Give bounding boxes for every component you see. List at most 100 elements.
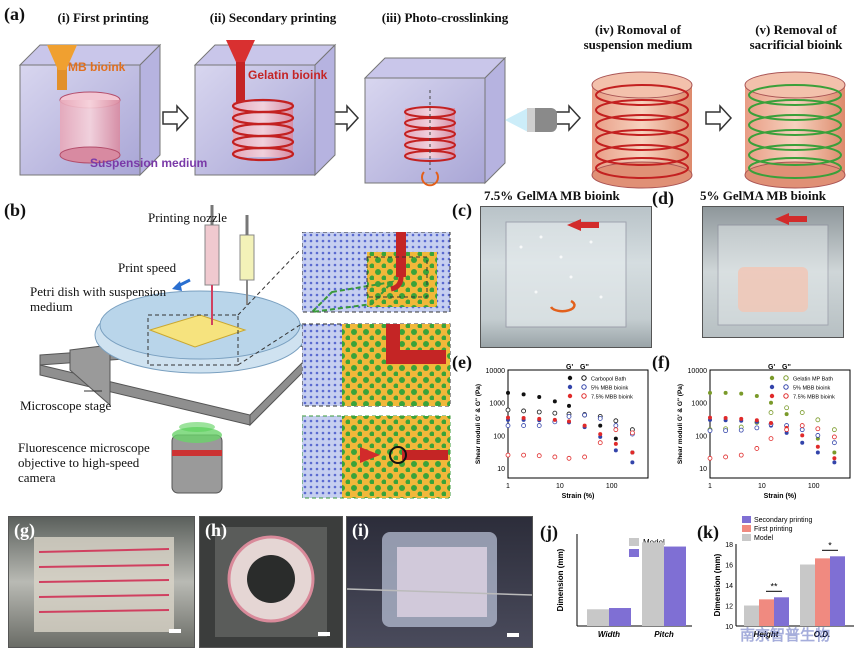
y-tick-label: 14 [725, 583, 733, 590]
legend-header-gpp: G'' [782, 364, 791, 371]
suspension-medium-label: Suspension medium [90, 156, 208, 170]
legend-marker-gpp [581, 384, 587, 390]
objective-label: Fluorescence microscope objective to hig… [18, 440, 150, 485]
data-point-gpp [815, 417, 821, 423]
data-point-gpp [831, 434, 837, 440]
data-point-gpp [815, 433, 821, 438]
legend-marker-gpp [783, 375, 789, 381]
legend-swatch [629, 538, 639, 546]
data-point-gp [613, 441, 618, 446]
legend-header-gpp: G'' [580, 364, 589, 371]
y-axis-label: Shear moduli G' & G'' (Pa) [475, 384, 482, 464]
data-point-gp [723, 416, 728, 421]
legend-marker-gpp [783, 393, 789, 399]
data-point-gpp [566, 414, 572, 419]
data-point-gpp [613, 418, 619, 424]
data-point-gp [630, 450, 635, 455]
data-point-gpp [799, 410, 805, 415]
significance-annotation: * [828, 540, 832, 550]
data-point-gp [506, 415, 510, 420]
legend-header-gp: G' [566, 364, 573, 371]
data-point-gp [832, 450, 837, 455]
watermark: 南京智普生物 [740, 626, 831, 644]
bar [774, 597, 789, 626]
y-axis-label: Dimension (mm) [556, 548, 565, 611]
legend-marker-gp [769, 384, 775, 390]
y-tick-label: 10 [699, 466, 707, 473]
x-axis-label: Strain (%) [764, 493, 797, 500]
bar [587, 609, 609, 626]
y-tick-label: 100 [695, 433, 707, 440]
x-tick-label: 100 [606, 483, 618, 490]
data-point-gpp [505, 452, 511, 458]
data-point-gp [739, 391, 744, 396]
data-point-gp [769, 400, 774, 405]
legend-marker-gp [567, 393, 573, 399]
data-point-gp [832, 460, 837, 465]
x-tick-label: Pitch [654, 630, 674, 639]
panel-f-label: (f) [652, 352, 670, 372]
y-tick-label: 16 [725, 563, 733, 570]
x-tick-label: 1 [708, 483, 712, 490]
legend-label: 7.5% MBB bioink [793, 395, 835, 401]
bar [759, 599, 774, 626]
data-point-gpp [521, 452, 527, 458]
data-point-gpp [582, 454, 588, 460]
data-point-gp [832, 456, 837, 461]
panel-b-label: (b) [4, 200, 26, 220]
data-point-gpp [799, 427, 805, 433]
panel-b-schematic [39, 205, 321, 494]
data-point-gp [613, 436, 618, 441]
y-tick-label: 10000 [486, 368, 506, 375]
bar [830, 556, 845, 626]
panel-a-label: (a) [4, 4, 25, 24]
x-tick-label: 10 [556, 483, 564, 490]
chart-j: Dimension (mm)Model3D printedWidthPitch [556, 534, 692, 639]
data-point-gp [598, 434, 603, 439]
step2-title: (ii) Secondary printing [209, 10, 337, 25]
legend-swatch [742, 525, 751, 532]
data-point-gp [800, 440, 805, 445]
y-axis-label: Dimension (mm) [713, 553, 722, 616]
panel-h-photo [199, 516, 343, 648]
data-point-gp [552, 399, 557, 404]
panel-j-label: (j) [540, 522, 558, 542]
data-point-gpp [815, 426, 821, 432]
panel-a-schematic [18, 40, 846, 189]
data-point-gpp [629, 430, 635, 436]
legend-swatch [629, 549, 639, 557]
legend-marker-gp [769, 393, 775, 399]
legend-label: Gelatin MP Bath [793, 377, 833, 383]
legend-label: 7.5% MBB bioink [591, 395, 633, 401]
legend-label: First printing [754, 526, 793, 533]
data-point-gp [754, 394, 759, 399]
data-point-gpp [754, 425, 760, 431]
legend-label: Secondary printing [754, 517, 812, 524]
data-point-gp [552, 417, 557, 422]
data-point-gpp [707, 428, 713, 434]
bar [744, 605, 759, 626]
data-point-gpp [521, 408, 527, 414]
panel-g-photo [8, 516, 195, 648]
panel-i-label: (i) [352, 520, 369, 540]
data-point-gp [582, 423, 587, 428]
microscope-objective [171, 422, 223, 494]
x-axis-label: Strain (%) [562, 493, 595, 500]
data-point-gpp [784, 405, 790, 411]
data-point-gpp [831, 427, 837, 433]
bar [800, 564, 815, 626]
data-point-gp [537, 416, 542, 421]
panel-h-label: (h) [205, 520, 227, 540]
data-point-gp [521, 392, 526, 397]
data-point-gp [723, 390, 728, 395]
data-point-gpp [784, 427, 790, 433]
data-point-gpp [613, 427, 619, 433]
x-tick-label: 10 [758, 483, 766, 490]
legend-swatch [742, 516, 751, 523]
legend-label: Model [754, 535, 774, 542]
step3-title: (iii) Photo-crosslinking [381, 10, 509, 25]
panel-c-title: 7.5% GelMA MB bioink [484, 188, 620, 203]
